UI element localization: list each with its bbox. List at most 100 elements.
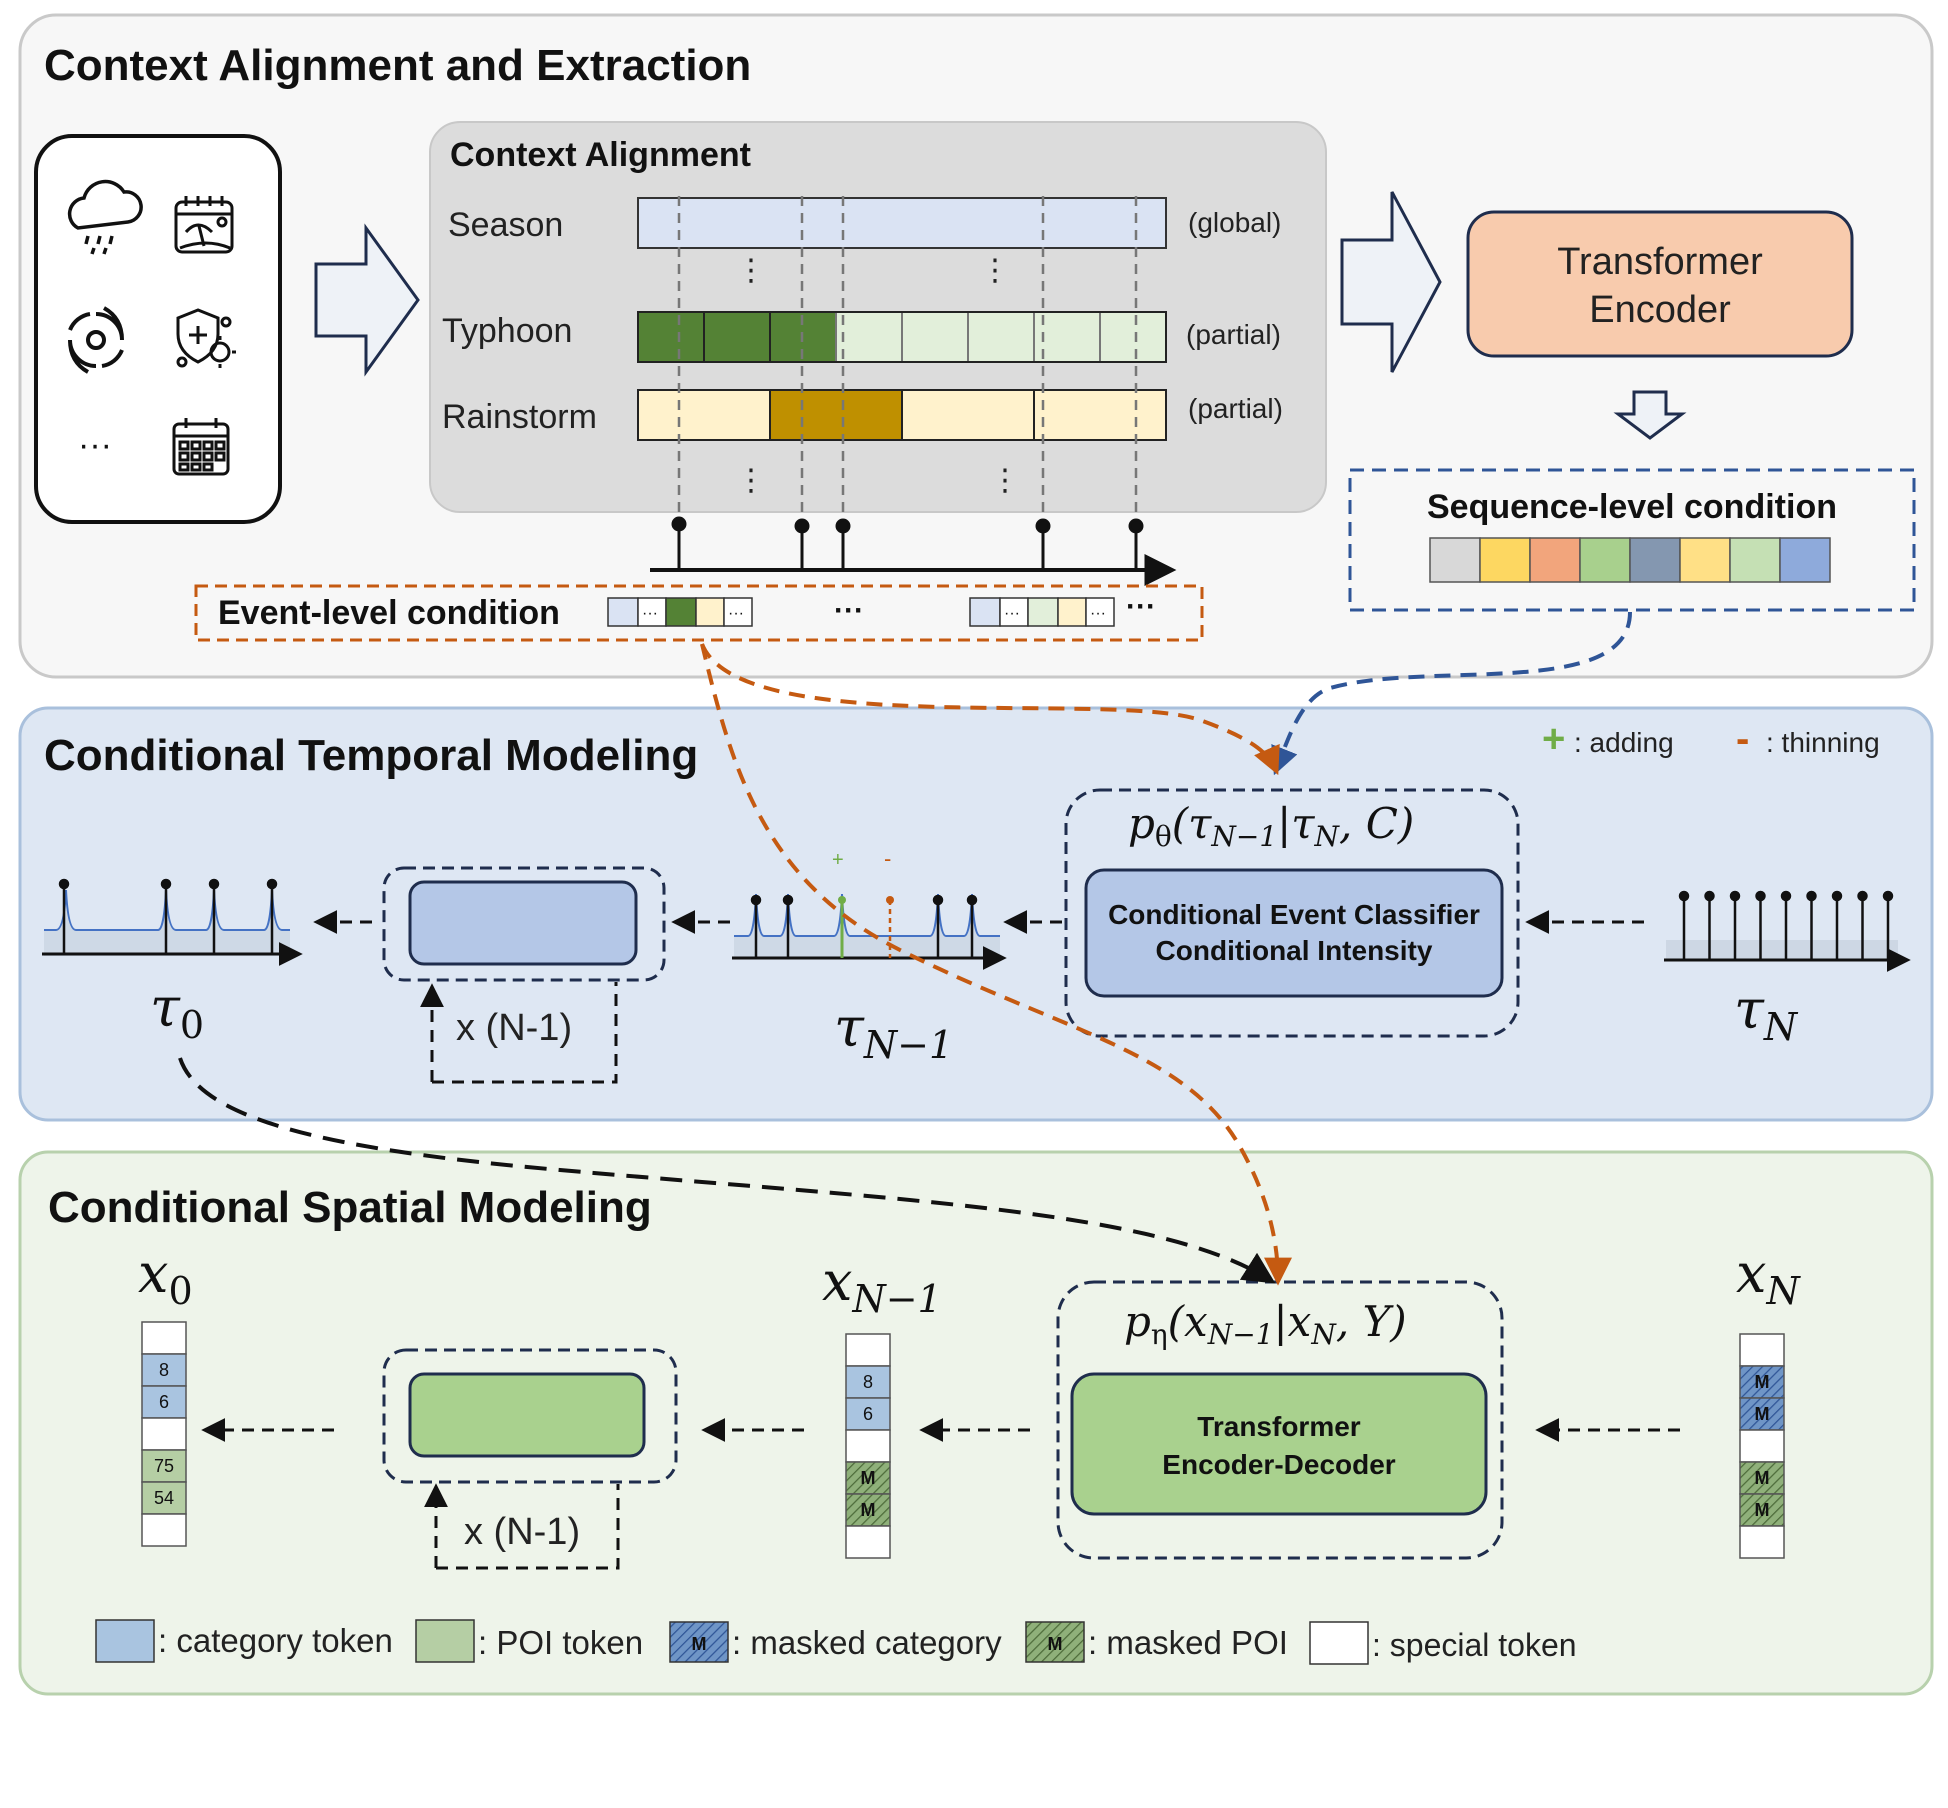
token-value: M: [1755, 1468, 1770, 1488]
rain-cloud-icon: [67, 179, 143, 255]
temporal-repeat-label: x (N-1): [456, 1007, 572, 1049]
temporal-formula: pθ(τN−1|τN, C): [1128, 799, 1414, 853]
sequence-condition-cell: [1679, 537, 1731, 583]
typhoon-bar: [637, 311, 1167, 363]
noise-event-dot: [1755, 890, 1766, 902]
noise-event-dot: [1704, 890, 1715, 902]
token-legend: : category token : POI token M : masked …: [95, 1619, 1577, 1665]
noise-event-dot: [1882, 890, 1894, 902]
legend-special: : special token: [1372, 1627, 1577, 1663]
token-cell: [845, 1365, 891, 1399]
context-alignment-title: Context Alignment: [450, 136, 751, 174]
legend-poi: : POI token: [478, 1624, 643, 1661]
token-cell: [1739, 1429, 1785, 1463]
token-cell: [1739, 1397, 1785, 1431]
token-value: M: [861, 1500, 876, 1520]
event-condition-to-spatial-arrow: [700, 643, 1292, 1286]
context-section: Context Alignment and Extraction: [18, 13, 1934, 679]
row-scope-typhoon: (partial): [1186, 319, 1281, 350]
legend-swatch-masked-category: [669, 1621, 729, 1663]
icon-ellipsis: ···: [78, 426, 112, 464]
token-value: M: [1755, 1404, 1770, 1424]
sequence-condition-title: Sequence-level condition: [1427, 488, 1837, 526]
noise-event-dot: [1780, 890, 1792, 902]
transformer-encoder-block: Transformer Encoder: [1466, 210, 1854, 358]
vdots-4: ⋮: [990, 463, 1020, 498]
sequence-condition-cells: [1429, 537, 1831, 583]
cell-ellipsis-1: ···: [642, 605, 658, 622]
added-event-mark: +: [832, 849, 844, 871]
cell-ellipsis-3: ···: [1004, 605, 1020, 622]
thinned-event-mark: -: [884, 846, 891, 871]
tau0-label: τ0: [150, 976, 204, 1047]
token-cell: [1739, 1365, 1785, 1399]
legend-masked-category-mark: M: [692, 1634, 707, 1654]
sequence-condition-cell: [1429, 537, 1481, 583]
event-level-condition: Event-level condition ··· ··· ··· ··· ··…: [194, 584, 1204, 642]
spatial-repeat-block: x (N-1): [382, 1348, 678, 1570]
legend-swatch-category: [95, 1619, 155, 1663]
vdots-2: ⋮: [980, 253, 1010, 288]
event-condition-to-temporal-arrow: [700, 643, 1280, 776]
token-value: 6: [159, 1392, 169, 1412]
adding-legend-label: : adding: [1574, 727, 1674, 758]
context-icons-panel: ···: [34, 134, 282, 524]
spatial-denoiser-block: pη(xN−1|xN, Y) Transformer Encoder-Decod…: [1056, 1280, 1504, 1560]
token-cell: [845, 1333, 891, 1367]
token-cell: [1739, 1525, 1785, 1559]
spatial-model-label-2: Encoder-Decoder: [1162, 1449, 1395, 1480]
spatial-formula: pη(xN−1|xN, Y): [1124, 1297, 1407, 1351]
vdots-1: ⋮: [736, 253, 766, 288]
token-value: 8: [159, 1360, 169, 1380]
temporal-denoiser-block: pθ(τN−1|τN, C) Conditional Event Classif…: [1064, 788, 1520, 1038]
token-cell: [1739, 1493, 1785, 1527]
token-cell: [141, 1321, 187, 1355]
context-section-title: Context Alignment and Extraction: [44, 41, 751, 90]
spatial-section-title: Conditional Spatial Modeling: [48, 1183, 652, 1232]
legend-category: : category token: [158, 1622, 393, 1659]
classifier-label-2: Conditional Intensity: [1156, 935, 1433, 966]
context-alignment-panel: Context Alignment Season Typhoon Rainsto…: [429, 121, 1327, 524]
tauN-label: τN: [1734, 978, 1799, 1049]
token-value: 8: [863, 1372, 873, 1392]
xN-label: xN: [1736, 1242, 1801, 1313]
spatial-model-label-1: Transformer: [1197, 1411, 1360, 1442]
season-bar: [637, 197, 1167, 249]
sequence-level-condition: Sequence-level condition: [1348, 468, 1916, 612]
token-value: 6: [863, 1404, 873, 1424]
temporal-repeat-block: x (N-1): [382, 866, 666, 1084]
rainstorm-bar: [637, 389, 1167, 441]
event-condition-ellipsis-1: ···: [834, 594, 864, 627]
token-value: M: [1755, 1372, 1770, 1392]
spatial-repeat-label: x (N-1): [464, 1511, 580, 1553]
token-cell: [141, 1353, 187, 1387]
tau0-to-spatial-arrow: [178, 1057, 1276, 1284]
sequence-condition-cell: [1779, 537, 1831, 583]
classifier-label-1: Conditional Event Classifier: [1108, 899, 1480, 930]
temporal-section: Conditional Temporal Modeling + : adding…: [18, 706, 1934, 1122]
thinning-mark: -: [1736, 717, 1749, 761]
xN1-label: xN−1: [822, 1250, 942, 1321]
tauN-noise-plot: [1664, 890, 1911, 972]
cell-ellipsis-2: ···: [728, 605, 744, 622]
noise-event-dot: [1678, 890, 1690, 902]
token-cell: [141, 1481, 187, 1515]
event-condition-ellipsis-2: ···: [1126, 590, 1156, 623]
token-cell: [141, 1449, 187, 1483]
sequence-condition-cell: [1629, 537, 1681, 583]
token-value: 75: [154, 1456, 174, 1476]
row-label-rainstorm: Rainstorm: [442, 398, 597, 436]
row-label-season: Season: [448, 206, 563, 244]
calendar-icon: [172, 418, 230, 476]
encoder-label-1: Transformer: [1557, 241, 1763, 283]
token-cell: [141, 1417, 187, 1451]
legend-swatch-special: [1309, 1621, 1369, 1665]
sequence-condition-cell: [1479, 537, 1531, 583]
token-cell: [141, 1513, 187, 1547]
noise-event-dot: [1729, 890, 1741, 902]
encoder-label-2: Encoder: [1589, 289, 1731, 331]
x0-label: x0: [138, 1242, 193, 1313]
